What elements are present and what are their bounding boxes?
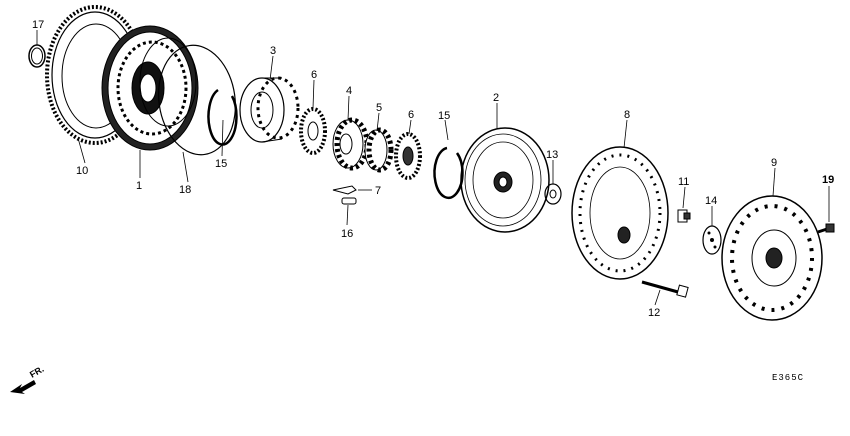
label-part-7: 7: [375, 185, 381, 197]
label-part-18: 18: [179, 184, 191, 196]
label-part-6-left: 6: [311, 69, 317, 81]
label-part-15-left: 15: [215, 158, 227, 170]
label-part-10: 10: [76, 165, 88, 177]
part-15-snap-ring-right: [433, 146, 464, 200]
part-12-bolt: [641, 280, 689, 298]
part-15-snap-ring-left: [207, 88, 238, 146]
part-19-bolt: [817, 223, 835, 234]
label-part-19: 19: [822, 174, 834, 186]
front-direction-arrow: FR.: [10, 364, 46, 394]
part-16-pin: [341, 197, 357, 205]
part-5-gear: [364, 127, 394, 173]
part-2-torque-converter: [460, 127, 550, 233]
part-11-bolt: [677, 209, 691, 223]
label-part-12: 12: [648, 307, 660, 319]
part-6-sprocket-right: [394, 132, 422, 180]
part-9-flex-plate: [721, 195, 823, 321]
part-1-pump-housing: [101, 25, 199, 151]
part-8-drive-plate: [571, 146, 669, 280]
label-part-11: 11: [678, 176, 689, 188]
label-part-14: 14: [705, 195, 717, 207]
part-4-gear: [332, 117, 370, 171]
label-part-2: 2: [493, 92, 499, 104]
part-14-plate: [702, 225, 722, 255]
label-part-8: 8: [624, 109, 630, 121]
front-indicator-label: FR.: [28, 364, 46, 380]
label-part-4: 4: [346, 85, 352, 97]
label-part-6-right: 6: [408, 109, 414, 121]
label-part-15-right: 15: [438, 110, 450, 122]
part-18-o-ring: [157, 44, 237, 156]
part-6-sprocket-left: [299, 107, 327, 155]
label-part-9: 9: [771, 157, 777, 169]
label-part-17: 17: [32, 19, 44, 31]
label-part-13: 13: [546, 149, 558, 161]
part-3-stator: [239, 76, 300, 143]
part-17-o-ring: [28, 44, 46, 68]
label-part-3: 3: [270, 45, 276, 57]
label-part-5: 5: [376, 102, 382, 114]
diagram-code: E365C: [772, 373, 804, 383]
label-part-16: 16: [341, 228, 353, 240]
part-7-clip: [332, 185, 357, 195]
label-part-1: 1: [136, 180, 142, 192]
leader-lines: [36, 30, 830, 306]
